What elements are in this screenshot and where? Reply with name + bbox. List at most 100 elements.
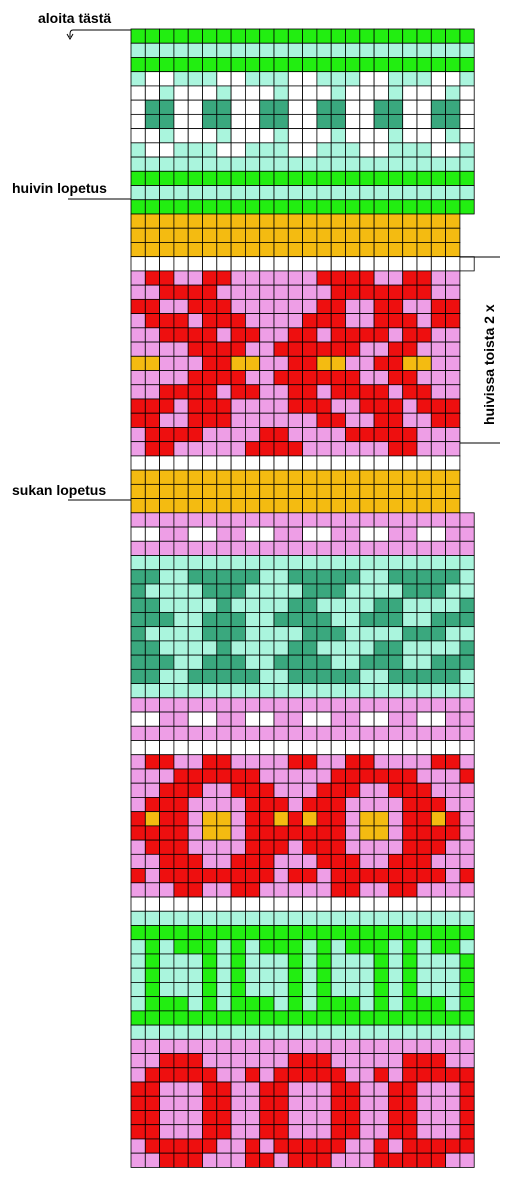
grid-cell <box>245 1110 259 1124</box>
grid-cell <box>174 356 188 370</box>
grid-cell <box>274 627 288 641</box>
grid-cell <box>446 769 460 783</box>
grid-cell <box>460 143 474 157</box>
grid-cell <box>417 1039 431 1053</box>
grid-cell <box>317 285 331 299</box>
grid-cell <box>360 982 374 996</box>
grid-cell <box>446 214 460 228</box>
grid-cell <box>188 897 202 911</box>
grid-cell <box>217 797 231 811</box>
grid-cell <box>303 982 317 996</box>
grid-cell <box>431 271 445 285</box>
grid-cell <box>360 869 374 883</box>
grid-cell <box>446 456 460 470</box>
grid-cell <box>374 982 388 996</box>
grid-cell <box>131 556 145 570</box>
grid-cell <box>446 157 460 171</box>
grid-cell <box>360 840 374 854</box>
grid-cell <box>188 427 202 441</box>
grid-cell <box>231 299 245 313</box>
grid-cell <box>417 129 431 143</box>
grid-cell <box>360 598 374 612</box>
grid-cell <box>260 271 274 285</box>
grid-cell <box>145 513 159 527</box>
grid-cell <box>131 968 145 982</box>
grid-cell <box>374 371 388 385</box>
grid-cell <box>145 1011 159 1025</box>
grid-cell <box>403 1039 417 1053</box>
grid-cell <box>203 612 217 626</box>
grid-cell <box>388 925 402 939</box>
grid-cell <box>160 925 174 939</box>
grid-cell <box>145 242 159 256</box>
grid-cell <box>160 1125 174 1139</box>
grid-cell <box>374 655 388 669</box>
grid-cell <box>260 200 274 214</box>
grid-cell <box>346 499 360 513</box>
grid-cell <box>131 100 145 114</box>
grid-cell <box>217 171 231 185</box>
grid-cell <box>174 925 188 939</box>
grid-cell <box>288 598 302 612</box>
grid-cell <box>403 1110 417 1124</box>
grid-cell <box>217 484 231 498</box>
grid-cell <box>260 86 274 100</box>
grid-cell <box>317 186 331 200</box>
grid-cell <box>160 741 174 755</box>
grid-cell <box>274 499 288 513</box>
grid-cell <box>288 698 302 712</box>
grid-cell <box>288 100 302 114</box>
grid-cell <box>460 854 474 868</box>
grid-cell <box>217 997 231 1011</box>
grid-cell <box>245 527 259 541</box>
grid-cell <box>174 1139 188 1153</box>
grid-cell <box>331 1011 345 1025</box>
grid-cell <box>131 726 145 740</box>
grid-cell <box>245 242 259 256</box>
grid-cell <box>417 427 431 441</box>
grid-cell <box>288 940 302 954</box>
grid-cell <box>417 940 431 954</box>
grid-cell <box>145 527 159 541</box>
grid-cell <box>188 285 202 299</box>
grid-cell <box>431 257 445 271</box>
grid-cell <box>403 43 417 57</box>
grid-cell <box>245 1039 259 1053</box>
grid-cell <box>288 143 302 157</box>
grid-cell <box>317 342 331 356</box>
grid-cell <box>303 968 317 982</box>
grid-cell <box>131 299 145 313</box>
grid-cell <box>160 228 174 242</box>
grid-cell <box>331 257 345 271</box>
grid-cell <box>145 797 159 811</box>
grid-cell <box>217 1153 231 1167</box>
grid-cell <box>174 171 188 185</box>
grid-cell <box>203 1125 217 1139</box>
grid-cell <box>274 29 288 43</box>
grid-cell <box>331 612 345 626</box>
grid-cell <box>131 513 145 527</box>
grid-cell <box>346 314 360 328</box>
grid-cell <box>317 1054 331 1068</box>
grid-cell <box>188 257 202 271</box>
grid-cell <box>245 641 259 655</box>
grid-cell <box>145 541 159 555</box>
grid-cell <box>174 1054 188 1068</box>
grid-cell <box>245 257 259 271</box>
grid-cell <box>160 314 174 328</box>
grid-cell <box>431 171 445 185</box>
grid-cell <box>174 783 188 797</box>
grid-cell <box>417 997 431 1011</box>
grid-cell <box>160 940 174 954</box>
grid-cell <box>431 840 445 854</box>
grid-cell <box>231 442 245 456</box>
grid-cell <box>360 1068 374 1082</box>
grid-cell <box>417 684 431 698</box>
grid-cell <box>231 1025 245 1039</box>
grid-cell <box>188 356 202 370</box>
grid-cell <box>245 328 259 342</box>
grid-cell <box>160 143 174 157</box>
grid-cell <box>388 1011 402 1025</box>
grid-cell <box>274 356 288 370</box>
grid-cell <box>331 869 345 883</box>
